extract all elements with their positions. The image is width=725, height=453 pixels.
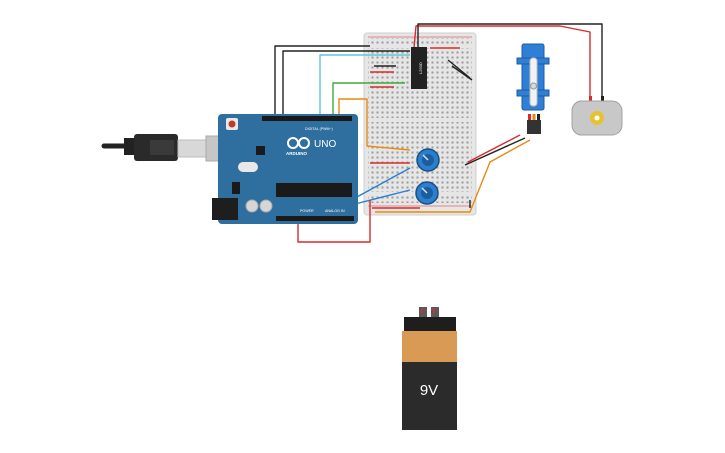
usb-cable-icon xyxy=(101,134,233,162)
atmega-chip xyxy=(276,183,352,197)
arduino-uno-label: UNO xyxy=(314,139,336,150)
battery-9v[interactable]: 9V xyxy=(402,307,457,430)
potentiometer-icon xyxy=(416,148,440,172)
potentiometer-icon xyxy=(415,181,439,205)
servo-icon xyxy=(516,43,550,134)
arduino-uno-board[interactable]: UNO ARDUINO DIGITAL (PWM~) POWER ANALOG … xyxy=(212,114,358,224)
arduino-logo-icon xyxy=(287,137,310,149)
motor-driver-chip[interactable]: L293D xyxy=(411,47,427,89)
battery-icon xyxy=(402,307,457,430)
arduino-analog-label: ANALOG IN xyxy=(325,209,345,213)
dc-motor-icon xyxy=(571,96,623,136)
dc-motor[interactable] xyxy=(571,96,623,136)
arduino-digital-label: DIGITAL (PWM~) xyxy=(305,127,333,131)
battery-label: 9V xyxy=(420,382,438,399)
servo-motor[interactable] xyxy=(516,43,550,134)
arduino-brand-label: ARDUINO xyxy=(286,151,307,156)
wires xyxy=(274,23,603,243)
potentiometer-1[interactable] xyxy=(416,148,440,172)
motor-driver-label: L293D xyxy=(418,62,423,74)
arduino-power-label: POWER xyxy=(300,209,314,213)
potentiometer-2[interactable] xyxy=(415,181,439,205)
